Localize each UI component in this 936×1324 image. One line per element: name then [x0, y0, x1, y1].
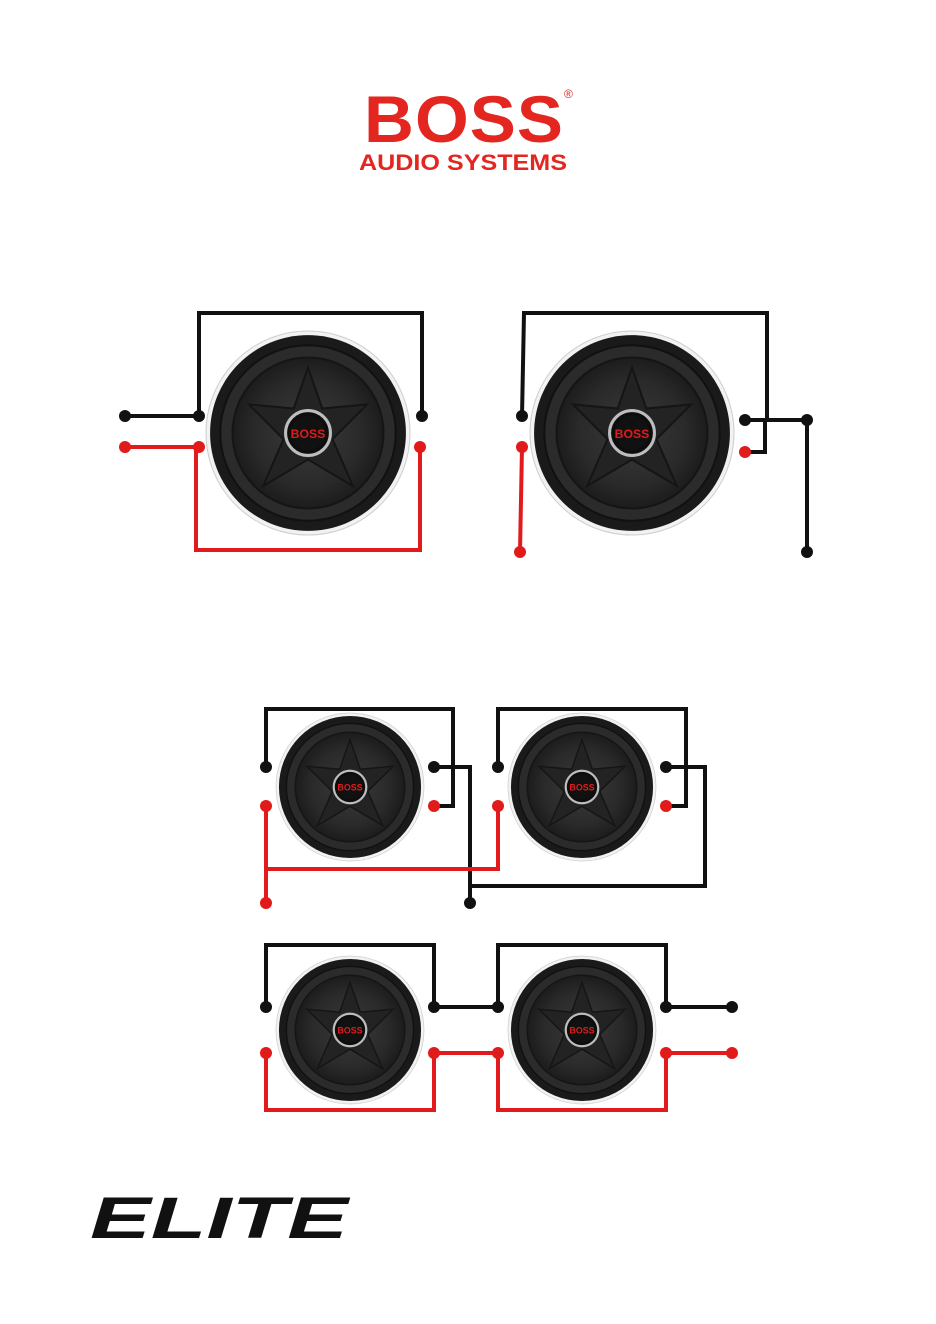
subwoofer-icon: [276, 956, 424, 1104]
subwoofer-icon: [276, 713, 424, 861]
terminal-icon: [739, 414, 751, 426]
diagram-dual-series: [260, 945, 738, 1110]
terminal-icon: [516, 410, 528, 422]
terminal-icon: [514, 546, 526, 558]
terminal-icon: [464, 897, 476, 909]
terminal-icon: [260, 1001, 272, 1013]
terminal-icon: [516, 441, 528, 453]
diagram-dual-parallel: [260, 709, 705, 909]
terminal-icon: [428, 761, 440, 773]
terminal-icon: [726, 1047, 738, 1059]
terminal-icon: [260, 800, 272, 812]
terminal-icon: [660, 761, 672, 773]
terminal-icon: [801, 546, 813, 558]
terminal-icon: [260, 761, 272, 773]
diagram-series-single: [514, 313, 813, 558]
terminal-icon: [492, 800, 504, 812]
terminal-icon: [428, 1001, 440, 1013]
subwoofer-icon: [508, 713, 656, 861]
elite-wordmark: ELITE: [90, 1188, 352, 1248]
subwoofer-icon: [508, 956, 656, 1104]
terminal-icon: [260, 1047, 272, 1059]
terminal-icon: [660, 800, 672, 812]
terminal-icon: [260, 897, 272, 909]
terminal-icon: [739, 446, 751, 458]
terminal-icon: [193, 410, 205, 422]
terminal-icon: [428, 1047, 440, 1059]
terminal-icon: [428, 800, 440, 812]
subwoofer-icon: [206, 331, 410, 535]
elite-series-logo: ELITE: [86, 1188, 356, 1248]
terminal-icon: [414, 441, 426, 453]
terminal-icon: [119, 441, 131, 453]
terminal-icon: [801, 414, 813, 426]
terminal-icon: [492, 761, 504, 773]
terminal-icon: [193, 441, 205, 453]
terminal-icon: [660, 1001, 672, 1013]
terminal-icon: [416, 410, 428, 422]
diagram-parallel-single: [119, 313, 428, 550]
terminal-icon: [119, 410, 131, 422]
subwoofer-icon: [530, 331, 734, 535]
terminal-icon: [726, 1001, 738, 1013]
terminal-icon: [660, 1047, 672, 1059]
terminal-icon: [492, 1047, 504, 1059]
terminal-icon: [492, 1001, 504, 1013]
